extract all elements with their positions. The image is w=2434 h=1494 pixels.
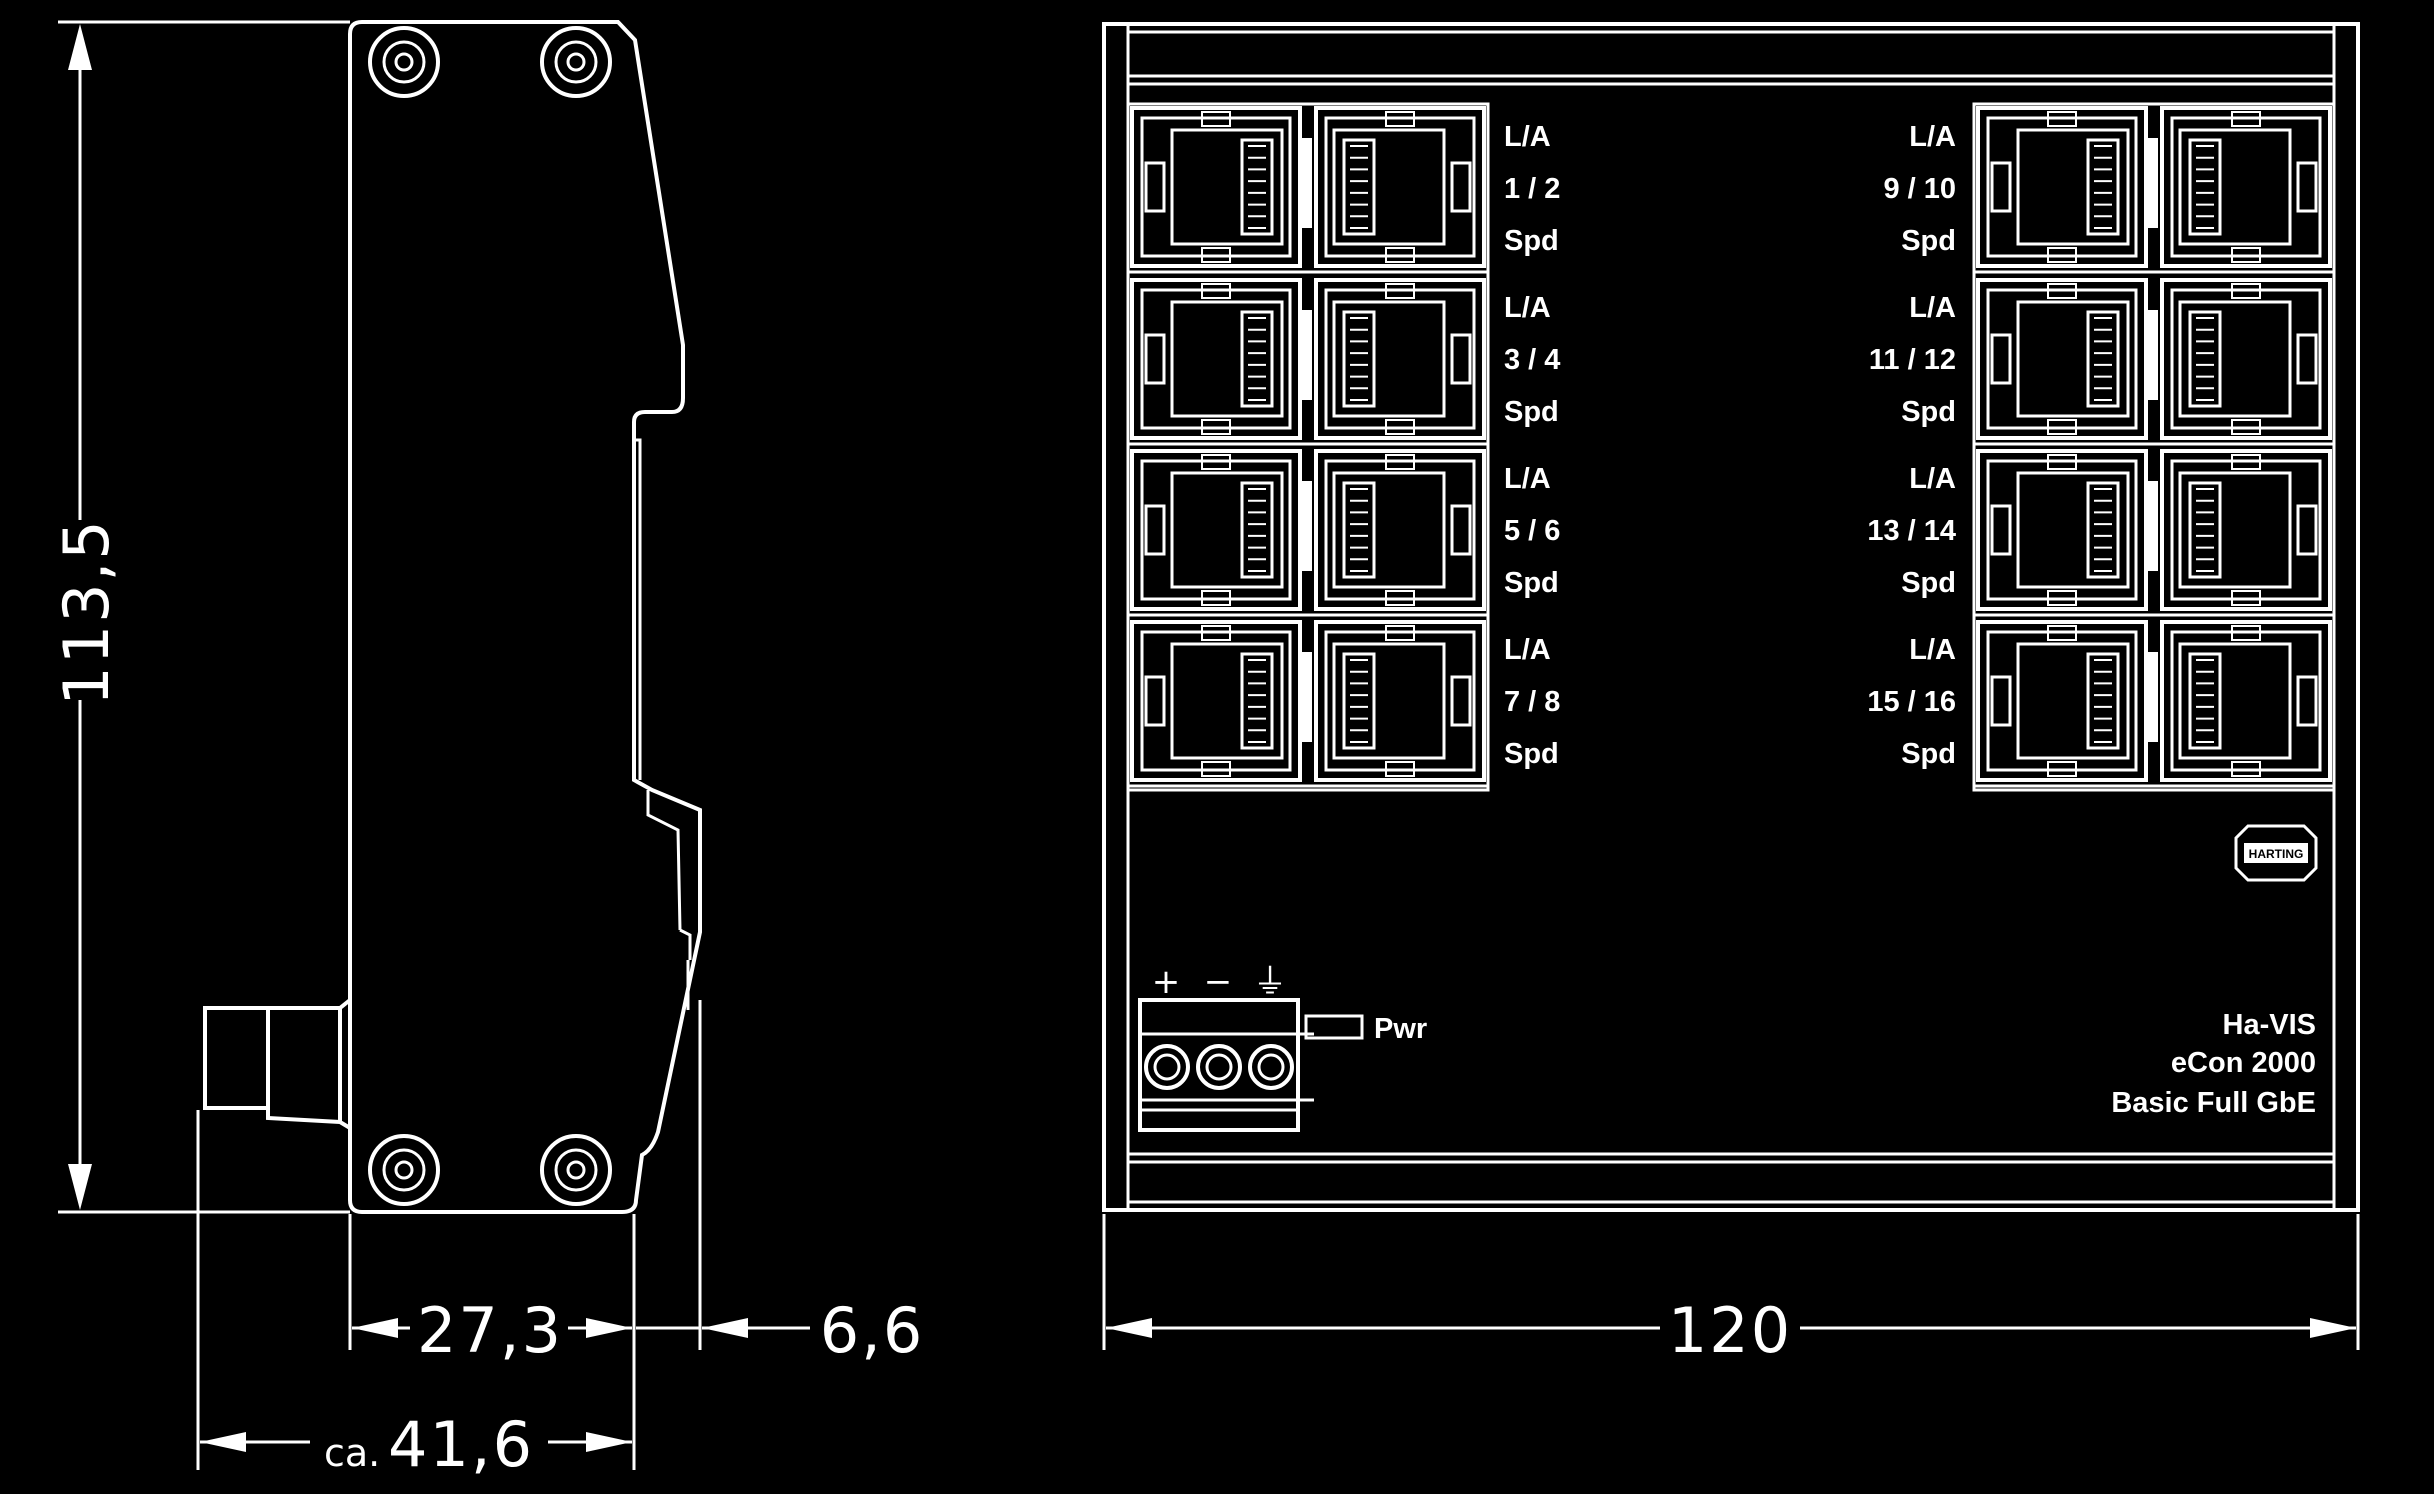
rail-depth-dim-label: 6,6 <box>820 1294 925 1367</box>
port-separator <box>1302 481 1312 571</box>
rj45-port-8 <box>1314 620 1486 782</box>
spd-label-5: Spd <box>1901 225 1956 257</box>
spd-label-1: Spd <box>1504 225 1559 257</box>
body-depth-dim-label: 27,3 <box>417 1294 563 1367</box>
side-screw-bottom-left <box>368 1134 440 1206</box>
width-dim-label: 120 <box>1668 1294 1792 1367</box>
height-dim-label: 113,5 <box>50 518 123 706</box>
la-label-4: L/A <box>1504 634 1551 666</box>
height-dimension: 113,5 <box>50 20 350 1214</box>
spd-label-6: Spd <box>1901 396 1956 428</box>
total-depth-dim-label: 41,6 <box>388 1408 534 1481</box>
side-screw-top-left <box>368 26 440 98</box>
port-separator <box>1302 310 1312 400</box>
port-separator <box>2148 310 2158 400</box>
width-dimension: 120 <box>1102 1214 2360 1367</box>
port-labels-right: L/A 9 / 10 Spd L/A 11 / 12 Spd L/A 13 / … <box>1867 121 1956 770</box>
ports-label-1-2: 1 / 2 <box>1504 173 1560 205</box>
port-labels-left: L/A 1 / 2 Spd L/A 3 / 4 Spd L/A 5 / 6 Sp… <box>1504 121 1560 770</box>
port-separator <box>2148 481 2158 571</box>
side-clip-detail <box>646 790 692 1010</box>
rj45-port-14 <box>2160 449 2332 611</box>
la-label-2: L/A <box>1504 292 1551 324</box>
spd-label-2: Spd <box>1504 396 1559 428</box>
pwr-label: Pwr <box>1374 1013 1427 1045</box>
total-depth-prefix: ca. <box>324 1431 380 1475</box>
side-clip-detail-2 <box>634 438 642 780</box>
port-separator <box>1302 138 1312 228</box>
product-line-3: Basic Full GbE <box>2111 1087 2316 1119</box>
rj45-port-13 <box>1976 449 2148 611</box>
right-port-block-frame <box>1972 102 2336 792</box>
rj45-port-5 <box>1130 449 1302 611</box>
power-connector: + − ⏚ Pwr <box>1138 962 1427 1132</box>
port-separator <box>2148 138 2158 228</box>
front-view: L/A 1 / 2 Spd L/A 3 / 4 Spd L/A 5 / 6 Sp… <box>1102 22 2360 1367</box>
side-housing-outline <box>348 20 702 1214</box>
side-screw-bottom-right <box>540 1134 612 1206</box>
pwr-led <box>1304 1014 1364 1040</box>
la-label-5: L/A <box>1909 121 1956 153</box>
la-label-6: L/A <box>1909 292 1956 324</box>
rj45-port-11 <box>1976 278 2148 440</box>
ports-label-5-6: 5 / 6 <box>1504 515 1560 547</box>
minus-symbol: − <box>1204 962 1233 1002</box>
side-power-connector <box>203 998 352 1130</box>
port-blocks <box>1126 102 2336 792</box>
spd-label-7: Spd <box>1901 567 1956 599</box>
product-line-2: eCon 2000 <box>2171 1047 2316 1079</box>
rj45-port-3 <box>1130 278 1302 440</box>
product-line-1: Ha-VIS <box>2223 1009 2316 1041</box>
rj45-port-7 <box>1130 620 1302 782</box>
ports-label-7-8: 7 / 8 <box>1504 686 1560 718</box>
rj45-port-4 <box>1314 278 1486 440</box>
logo-text: HARTING <box>2249 847 2304 861</box>
front-housing-outline <box>1102 22 2360 1212</box>
terminal-screw-1 <box>1144 1044 1190 1090</box>
rj45-port-6 <box>1314 449 1486 611</box>
rj45-port-10 <box>2160 106 2332 268</box>
la-label-1: L/A <box>1504 121 1551 153</box>
spd-label-8: Spd <box>1901 738 1956 770</box>
terminal-screw-2 <box>1196 1044 1242 1090</box>
rj45-port-2 <box>1314 106 1486 268</box>
ports-label-3-4: 3 / 4 <box>1504 344 1560 376</box>
port-separator <box>1302 652 1312 742</box>
rj45-port-16 <box>2160 620 2332 782</box>
depth-dimensions: 27,3 6,6 ca. 41,6 <box>196 1000 925 1481</box>
la-label-8: L/A <box>1909 634 1956 666</box>
harting-logo: HARTING <box>2234 824 2318 882</box>
la-label-3: L/A <box>1504 463 1551 495</box>
spd-label-3: Spd <box>1504 567 1559 599</box>
side-screw-top-right <box>540 26 612 98</box>
left-port-block-frame <box>1126 102 1490 792</box>
ground-symbol: ⏚ <box>1253 962 1287 1002</box>
ports-label-15-16: 15 / 16 <box>1867 686 1956 718</box>
side-view: 113,5 27,3 6,6 ca. 41,6 <box>50 20 925 1481</box>
plus-symbol: + <box>1152 962 1181 1002</box>
ports-label-9-10: 9 / 10 <box>1883 173 1956 205</box>
product-label: Ha-VIS eCon 2000 Basic Full GbE <box>2111 1009 2316 1119</box>
ports-label-11-12: 11 / 12 <box>1869 344 1956 376</box>
rj45-port-9 <box>1976 106 2148 268</box>
spd-label-4: Spd <box>1504 738 1559 770</box>
rj45-port-15 <box>1976 620 2148 782</box>
rj45-port-12 <box>2160 278 2332 440</box>
rj45-port-1 <box>1130 106 1302 268</box>
terminal-screw-3 <box>1248 1044 1294 1090</box>
port-separator <box>2148 652 2158 742</box>
ports-label-13-14: 13 / 14 <box>1867 515 1956 547</box>
la-label-7: L/A <box>1909 463 1956 495</box>
